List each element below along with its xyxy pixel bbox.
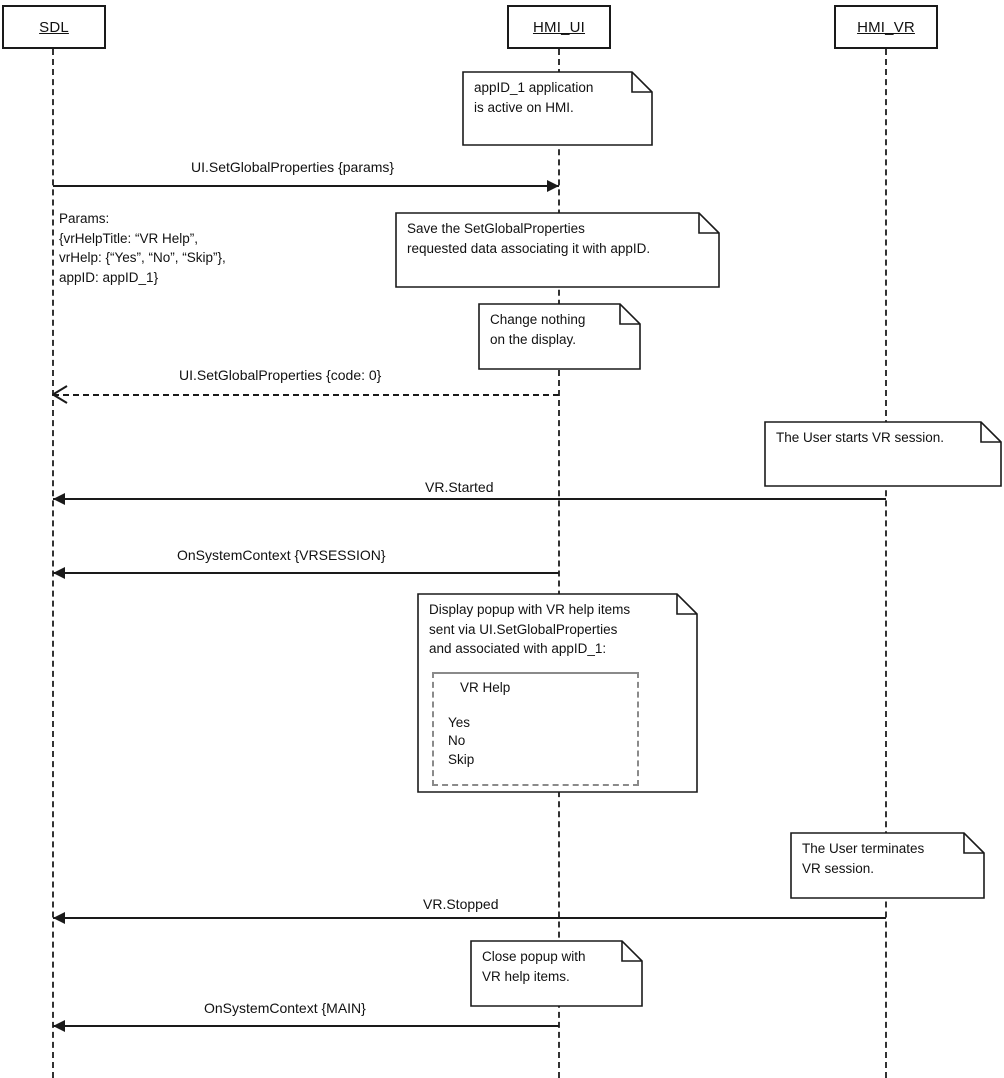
- message-line-m3: [53, 498, 886, 500]
- note-text-n6: Close popup with VR help items.: [482, 949, 586, 984]
- note-n6: Close popup with VR help items.: [470, 940, 643, 1007]
- arrowhead-m5: [53, 912, 65, 924]
- lifeline-sdl: [52, 49, 54, 1078]
- vr-help-popup-item[interactable]: Skip: [448, 751, 475, 767]
- message-label-m6: OnSystemContext {MAIN}: [204, 1000, 366, 1016]
- note-n4: The User starts VR session.: [764, 421, 1002, 487]
- participant-hmi_vr[interactable]: HMI_VR: [834, 5, 938, 49]
- message-line-m2: [53, 394, 559, 396]
- arrowhead-m6: [53, 1020, 65, 1032]
- note-text-n2: Save the SetGlobalProperties requested d…: [407, 221, 651, 256]
- note-text-n3: Change nothing on the display.: [490, 312, 586, 347]
- lifeline-hmi_ui: [558, 49, 560, 1078]
- note-n5: The User terminates VR session.: [790, 832, 985, 899]
- arrowhead-m3: [53, 493, 65, 505]
- note-text-n4: The User starts VR session.: [776, 430, 945, 445]
- vr-help-popup-title: VR Help: [460, 680, 511, 695]
- note-text-display-popup: Display popup with VR help items sent vi…: [429, 602, 631, 656]
- message-line-m5: [53, 917, 886, 919]
- vr-help-popup-item[interactable]: No: [448, 733, 466, 748]
- message-line-m6: [53, 1025, 559, 1027]
- participant-name-hmi_ui: HMI_UI: [532, 18, 586, 36]
- lifeline-hmi_vr: [885, 49, 887, 1078]
- participant-name-hmi_vr: HMI_VR: [857, 18, 915, 36]
- message-label-m4: OnSystemContext {VRSESSION}: [177, 547, 386, 563]
- message-label-m3: VR.Started: [425, 479, 494, 495]
- note-n2: Save the SetGlobalProperties requested d…: [395, 212, 720, 288]
- note-n1: appID_1 application is active on HMI.: [462, 71, 653, 146]
- message-line-m4: [53, 572, 559, 574]
- arrowhead-m1: [547, 180, 559, 192]
- message-label-m5: VR.Stopped: [423, 896, 499, 912]
- message-line-m1: [53, 185, 559, 187]
- vr-help-popup-item[interactable]: Yes: [448, 714, 471, 730]
- participant-name-sdl: SDL: [39, 18, 69, 36]
- message-label-m2: UI.SetGlobalProperties {code: 0}: [179, 367, 382, 383]
- participant-sdl[interactable]: SDL: [2, 5, 106, 49]
- arrowhead-m4: [53, 567, 65, 579]
- note-n3: Change nothing on the display.: [478, 303, 641, 370]
- message-label-m1: UI.SetGlobalProperties {params}: [191, 159, 395, 175]
- note-text-n5: The User terminates VR session.: [802, 841, 925, 876]
- params-text-block: Params: {vrHelpTitle: “VR Help”, vrHelp:…: [59, 211, 226, 285]
- note-text-n1: appID_1 application is active on HMI.: [474, 80, 594, 115]
- participant-hmi_ui[interactable]: HMI_UI: [507, 5, 611, 49]
